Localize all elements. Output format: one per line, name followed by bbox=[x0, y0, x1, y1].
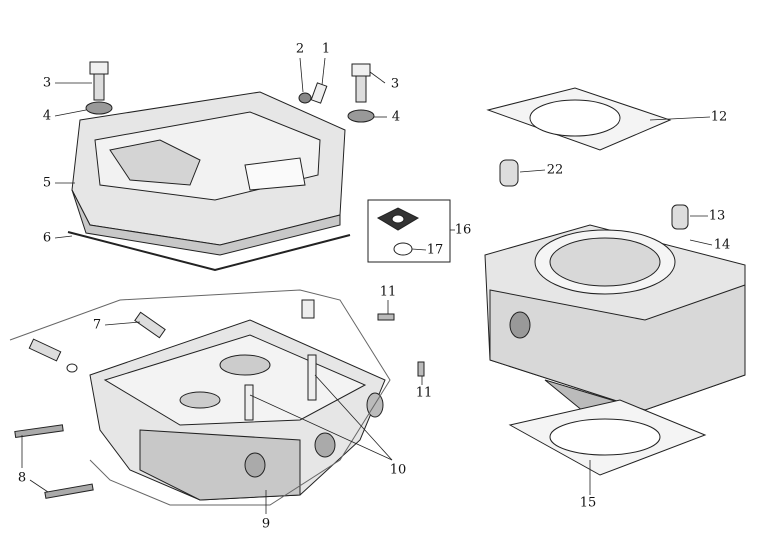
bolt-1-washer-2 bbox=[298, 82, 328, 104]
head-cover-gasket bbox=[67, 231, 351, 272]
callout-7: 7 bbox=[92, 317, 102, 333]
spark-plug bbox=[134, 311, 166, 339]
cylinder-base-gasket bbox=[508, 399, 707, 476]
bolt-left bbox=[85, 61, 113, 115]
dowel-pin-22 bbox=[499, 159, 519, 187]
head-assembly-outline bbox=[9, 289, 391, 506]
bolt-right bbox=[347, 63, 375, 123]
callout-11-upper: 11 bbox=[379, 284, 397, 300]
tensioner-plug bbox=[301, 299, 315, 319]
callout-3-left: 3 bbox=[42, 75, 52, 91]
stud-bolt-upper bbox=[14, 424, 64, 439]
cylinder-head bbox=[89, 319, 386, 501]
callout-5: 5 bbox=[42, 175, 52, 191]
cylinder-head-cover bbox=[71, 91, 346, 256]
callout-14: 14 bbox=[713, 237, 731, 253]
intake-gasket-box bbox=[367, 199, 451, 263]
callout-12: 12 bbox=[710, 109, 728, 125]
callout-8: 8 bbox=[17, 470, 27, 486]
o-ring bbox=[66, 363, 78, 373]
callout-15: 15 bbox=[579, 495, 597, 511]
callout-4-right: 4 bbox=[391, 109, 401, 125]
callout-3-right: 3 bbox=[390, 76, 400, 92]
cylinder-block bbox=[484, 224, 746, 426]
callout-10: 10 bbox=[389, 462, 407, 478]
leader-lines bbox=[21, 57, 713, 514]
callout-17: 17 bbox=[426, 242, 444, 258]
stud-bolt-lower bbox=[44, 483, 94, 499]
callout-16: 16 bbox=[454, 222, 472, 238]
callout-11-lower: 11 bbox=[415, 385, 433, 401]
dowel-pin-13 bbox=[671, 204, 689, 230]
callout-6: 6 bbox=[42, 230, 52, 246]
callout-2: 2 bbox=[295, 41, 305, 57]
callout-4-left: 4 bbox=[42, 108, 52, 124]
cylinder-head-gasket bbox=[486, 87, 672, 151]
callout-9: 9 bbox=[261, 516, 271, 532]
callout-22: 22 bbox=[546, 162, 564, 178]
bolt-11-lower bbox=[417, 361, 425, 377]
callout-13: 13 bbox=[708, 208, 726, 224]
valve-part bbox=[28, 338, 62, 362]
callout-1: 1 bbox=[321, 41, 331, 57]
bolt-11-upper bbox=[377, 313, 395, 321]
